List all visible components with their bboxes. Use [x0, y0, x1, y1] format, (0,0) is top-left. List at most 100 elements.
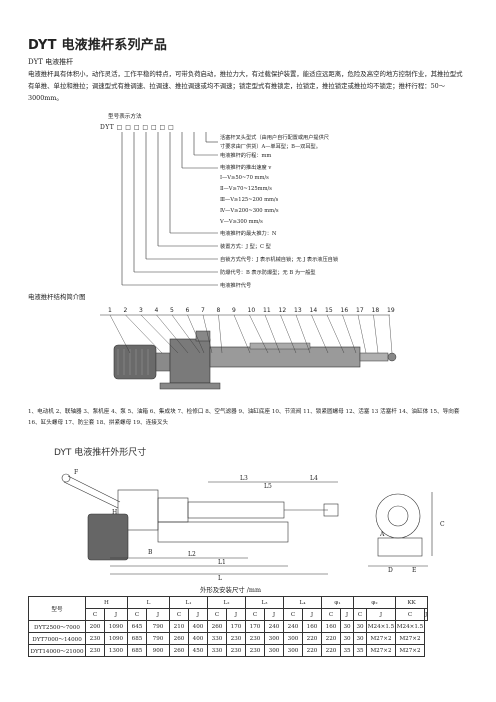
table-cell: 30 [340, 620, 354, 633]
table-cell: 230 [245, 644, 265, 657]
table-cell: 900 [146, 644, 170, 657]
part-number-label: 3 [139, 307, 143, 314]
part-leader-line [326, 314, 345, 354]
table-cell: 450 [188, 644, 208, 657]
table-sub-header: C [169, 608, 189, 621]
page-title: DYT 电液推杆系列产品 [28, 38, 168, 53]
part-number-label: 19 [387, 307, 395, 314]
structure-title: 电液推杆结构简介图 [28, 293, 86, 301]
part-number-label: 14 [310, 307, 318, 314]
table-cell: 400 [188, 620, 208, 633]
table-sub-header: C [395, 608, 425, 621]
product-subtitle: DYT 电液推杆 [28, 58, 74, 66]
model-line: 电液推杆的行程：mm [220, 153, 272, 159]
part-leader-line [171, 314, 201, 354]
table-cell: 30 [353, 632, 367, 645]
part-number-label: 10 [248, 307, 256, 314]
part-number-label: 13 [294, 307, 302, 314]
model-line: 防爆代号：B 表示防爆型；无 B 为一般型 [220, 270, 316, 276]
model-line: 自锁方式代号：J 表示机械自锁；无 J 表示液压自锁 [220, 257, 339, 263]
dimension-label: D [388, 567, 393, 574]
model-line: 装置方式：J 型；C 型 [220, 244, 271, 250]
table-group-header: L₂ [207, 596, 246, 609]
table-cell: 30 [353, 620, 367, 633]
table-sub-header: J [366, 608, 396, 621]
table-cell: M24×1.5 [366, 620, 396, 633]
table-cell: 35 [353, 644, 367, 657]
table-cell: 30 [340, 632, 354, 645]
dimension-label: C [440, 521, 445, 528]
part-leader-line [357, 314, 367, 354]
table-sub-header: J [104, 608, 128, 621]
table-cell: 170 [226, 620, 246, 633]
table-cell: 645 [127, 620, 147, 633]
part-leader-line [156, 314, 189, 354]
table-cell: 260 [169, 632, 189, 645]
part-number-label: 4 [155, 307, 159, 314]
part-leader-line [388, 314, 393, 354]
table-sub-header: C [321, 608, 341, 621]
model-line: Ⅲ—V≥125~200 mm/s [220, 197, 279, 203]
table-cell: 160 [321, 620, 341, 633]
table-cell: 300 [283, 632, 303, 645]
model-code-leaders [121, 132, 218, 286]
dimension-label: E [412, 567, 416, 574]
part-number-label: 9 [232, 307, 236, 314]
model-line: 活塞杆叉头型式（由用户自行配置或用户提供尺 [220, 135, 329, 141]
dimension-label: L5 [264, 483, 272, 490]
part-number-label: 5 [170, 307, 174, 314]
motor-shape [113, 344, 157, 380]
table-cell: M27×2 [366, 632, 396, 645]
table-cell-model: DYT7000～14000 [28, 632, 86, 645]
table-cell: 230 [245, 632, 265, 645]
dimension-label: F [74, 469, 78, 476]
table-cell: 230 [85, 632, 105, 645]
table-sub-header: J [226, 608, 246, 621]
table-cell: 330 [207, 632, 227, 645]
parts-legend: 1、电动机 2、联轴器 3、泵机座 4、泵 5、油箱 6、集成块 7、检修口 8… [28, 409, 460, 426]
dimension-label: L3 [240, 475, 248, 482]
table-sub-header: J [146, 608, 170, 621]
table-cell: 160 [302, 620, 322, 633]
part-leader-line [140, 314, 179, 354]
table-group-header: KK [394, 596, 429, 609]
part-leader-line [342, 314, 357, 354]
table-cell-model: DYT2500～7000 [28, 620, 86, 633]
model-line: 电液推杆的推出速度 v [220, 165, 272, 171]
table-cell: 300 [264, 644, 284, 657]
table-sub-header: C [207, 608, 227, 621]
model-header: 型号 [28, 596, 86, 621]
model-line: 电液推杆的最大推力：N [220, 231, 277, 237]
part-number-label: 11 [263, 307, 271, 314]
part-number-label: 8 [217, 307, 221, 314]
part-number-label: 16 [341, 307, 349, 314]
part-number-label: 18 [372, 307, 380, 314]
table-cell: 260 [207, 620, 227, 633]
pump-shape [169, 338, 211, 384]
table-group-header: L [127, 596, 170, 609]
part-number-label: 7 [201, 307, 205, 314]
model-code-string: DYT □ □ □ □ □ □ □ [100, 124, 175, 131]
part-leader-line [233, 314, 251, 354]
part-leader-line [187, 314, 205, 354]
table-cell: 685 [127, 644, 147, 657]
table-cell: 1300 [104, 644, 128, 657]
model-code-header: 型号表示方法 [108, 114, 142, 120]
table-group-header: L₁ [169, 596, 208, 609]
model-line: Ⅳ—V≥200~300 mm/s [220, 208, 279, 214]
table-group-header: φ₂ [353, 596, 396, 609]
table-sub-header: J [264, 608, 284, 621]
table-group-header: L₄ [283, 596, 322, 609]
table-sub-header: J [302, 608, 322, 621]
part-leader-line [125, 314, 163, 354]
table-sub-header: C [85, 608, 105, 621]
part-number-label: 1 [108, 307, 112, 314]
model-line: 寸要求由厂供货）A—单耳型；B—双耳型。 [220, 144, 321, 150]
table-cell: 1090 [104, 620, 128, 633]
part-number-label: 6 [186, 307, 190, 314]
